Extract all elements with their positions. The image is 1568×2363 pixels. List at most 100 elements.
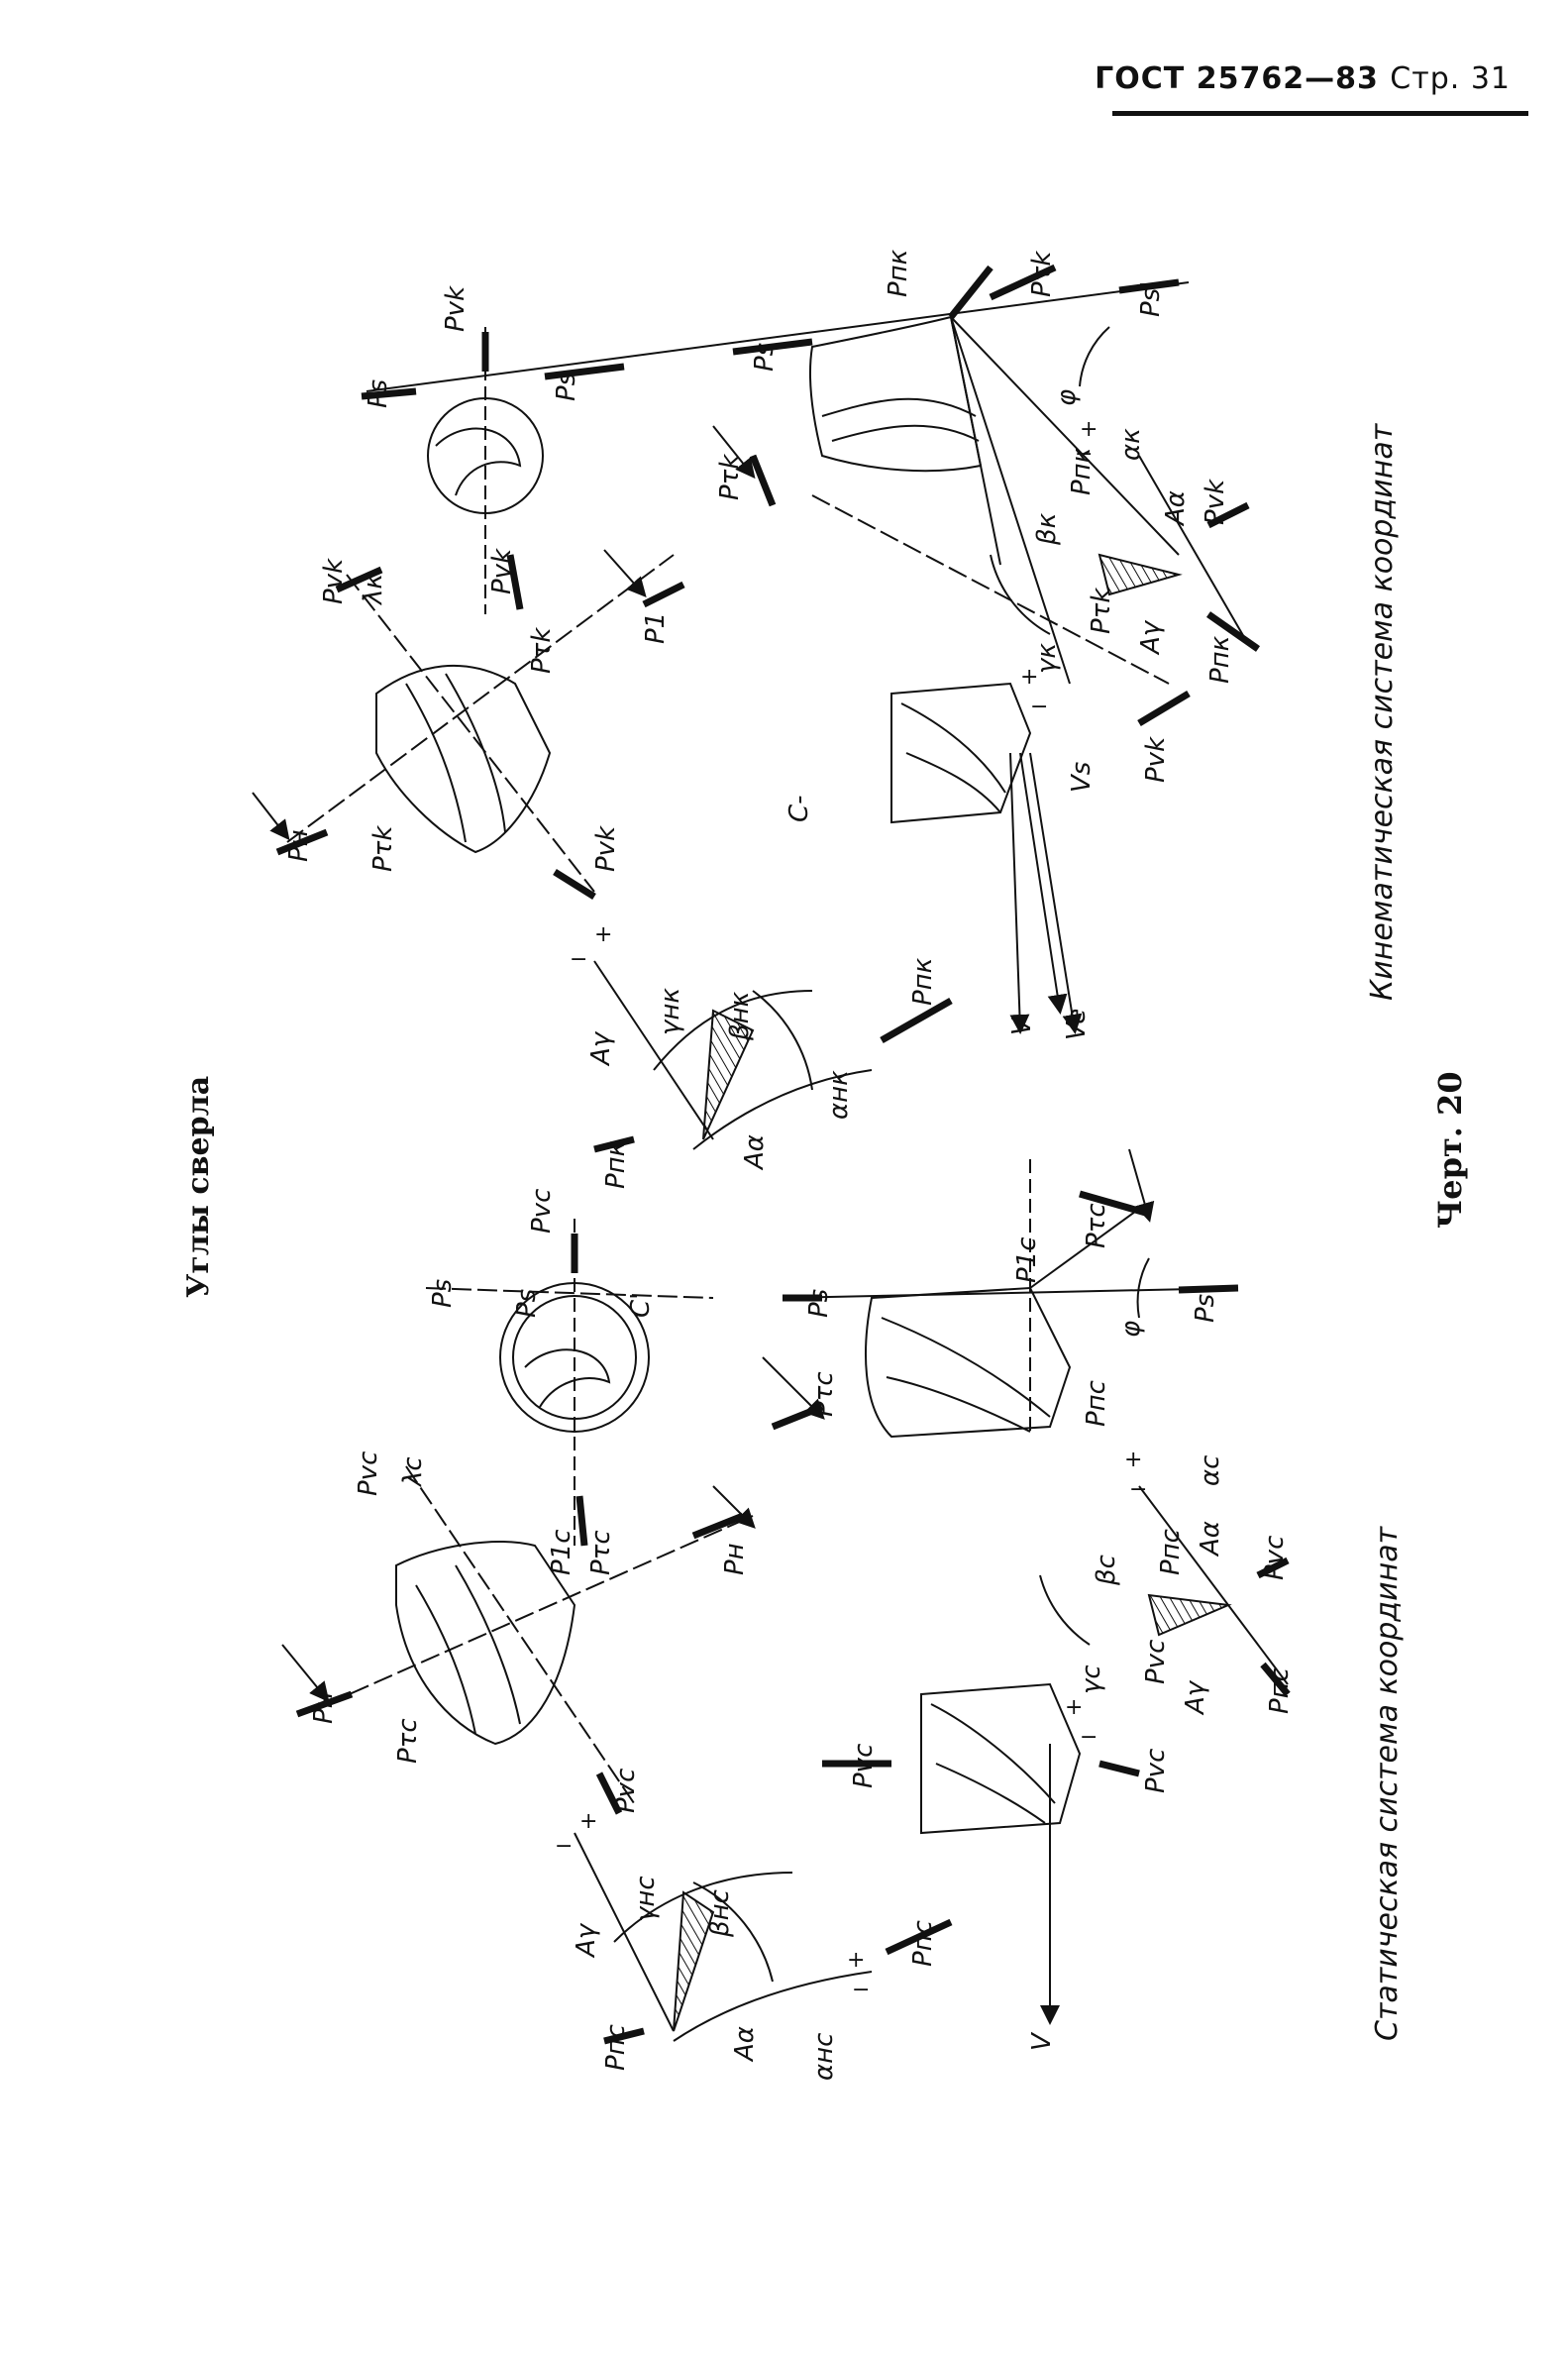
label-p-nc-bottom: Pпс — [601, 2024, 631, 2071]
label-p-s-c: Ps — [428, 1279, 458, 1308]
label-p-nk-top: Pпк — [884, 249, 913, 297]
label-p-vk-left: Pvk — [319, 558, 349, 604]
standard-number: ГОСТ 25762—83 — [1095, 61, 1379, 96]
label-p-vc-mid: Pvc — [1141, 1640, 1171, 1684]
label-v-c: V — [1027, 2031, 1057, 2051]
label-p-vc-bottom: Pvc — [611, 1769, 641, 1813]
sign-minus-c2: − — [1080, 1725, 1098, 1750]
label-p-tau-c-mid: Pτc — [809, 1371, 839, 1417]
sign-minus-c1: − — [555, 1834, 573, 1859]
label-v-s: Vs — [1067, 762, 1097, 793]
label-p-1: P1 — [641, 612, 671, 644]
label-p-vk-lower: Pvk — [1141, 736, 1171, 783]
label-p-nc-mid: Pпс — [1082, 1380, 1111, 1427]
label-phi-k: φ — [1052, 389, 1082, 406]
label-a-gamma-nc: Aγ — [572, 1922, 601, 1959]
label-p-s-c-mid: Ps — [512, 1289, 542, 1318]
label-v-e: Ve — [1062, 1009, 1092, 1040]
label-p-s-c-right: Ps — [804, 1289, 834, 1318]
page-header: ГОСТ 25762—83 Стр. 31 — [1095, 61, 1511, 96]
label-gamma-nc: γнс — [631, 1876, 661, 1922]
label-lambda-c: λc — [398, 1456, 428, 1488]
label-a-alpha-k: Aα — [1161, 490, 1191, 527]
label-p-vk-right: Pvk — [1201, 479, 1230, 525]
label-p-n-c-right: Pн — [720, 1543, 750, 1575]
label-a-alpha-nc: Aα — [730, 2026, 760, 2063]
label-p-tau-c-left: Pτc — [586, 1530, 616, 1575]
label-a-gamma-nk: Aγ — [586, 1030, 616, 1067]
page-title: Углы сверла — [181, 1076, 216, 1298]
sign-plus-k1: + — [594, 922, 612, 947]
label-p-vk-top: Pvk — [441, 285, 470, 332]
label-p-vc-c-right: Pvc — [1141, 1749, 1171, 1793]
label-p-s-right: Ps — [750, 343, 780, 372]
label-alpha-k: αк — [1116, 428, 1146, 461]
label-a-gamma-k: Aγ — [1136, 619, 1166, 656]
label-a-alpha-nk: Aα — [740, 1134, 770, 1171]
static-labels: Pvc Ps Ps C' Ps' Ps P1c Pτc φ Pτc Pпс αc… — [309, 1189, 1295, 2081]
label-a-alpha-c: Aα — [1196, 1521, 1225, 1557]
kinematic-labels: Pvk Ps Ps Ps Ps' Pτk Pпк Pτk Pvk λк Pτk … — [284, 249, 1235, 1189]
label-p-vk-bottom: Pvk — [591, 825, 621, 872]
sign-plus-k3: + — [1080, 417, 1098, 442]
label-a-gamma-c: Aγ — [1181, 1679, 1210, 1716]
label-c-minus: C- — [784, 795, 814, 822]
label-p-s-top: Ps — [364, 379, 393, 408]
label-p-nc-right: Pпс — [1156, 1529, 1186, 1575]
label-p-nc-far: Pпс — [908, 1920, 938, 1967]
label-p-vc-left: Pvc — [354, 1451, 383, 1496]
label-p-n-c-left: Pн — [309, 1691, 339, 1724]
page-number: Стр. 31 — [1390, 61, 1511, 96]
header-rule — [1112, 111, 1528, 116]
label-p-tau-c-bottom: Pτc — [393, 1718, 423, 1764]
label-p-tau-c-top: Pτc — [1082, 1203, 1111, 1248]
label-p-tau-k-left: Pτk — [527, 627, 557, 674]
label-gamma-c: γc — [1077, 1665, 1106, 1694]
label-p-tau-k-bottom: Pτk — [368, 825, 398, 872]
label-alpha-nk: αнк — [824, 1070, 854, 1120]
sign-plus-c4: + — [847, 1948, 865, 1973]
sign-plus-c3: + — [1124, 1448, 1142, 1472]
label-p-nk-lower: Pпк — [1205, 635, 1235, 684]
label-alpha-nc: αнс — [809, 2033, 839, 2081]
label-v-k: V — [1007, 1016, 1037, 1035]
label-beta-nc: βнс — [705, 1889, 735, 1938]
label-lambda-k: λк — [359, 574, 388, 606]
label-p-s-mid: Ps — [552, 373, 581, 401]
caption-static: Статическая система координат — [1370, 1525, 1405, 2041]
label-p-nk-right: Pпк — [1067, 447, 1097, 495]
label-gamma-nk: γнк — [656, 988, 685, 1035]
label-c-prime: C' — [626, 1293, 656, 1318]
label-p-1k: Pvk — [487, 548, 517, 594]
caption-kinematic: Кинематическая система координат — [1365, 422, 1400, 1001]
label-p-nc-lower: Pпс — [1265, 1667, 1295, 1714]
label-p-vc-right: Pvc — [1260, 1536, 1290, 1580]
sign-plus-c1: + — [579, 1809, 597, 1834]
label-p-vc-top: Pvc — [527, 1189, 557, 1234]
label-p-s-prime: Ps' — [1136, 281, 1166, 317]
label-beta-nk: βнк — [725, 991, 755, 1041]
static-system — [281, 1148, 1291, 2045]
label-p-1c: P1c — [547, 1529, 576, 1575]
kinematic-system — [252, 264, 1261, 1153]
sign-plus-c2: + — [1065, 1695, 1083, 1720]
figure-number: Черт. 20 — [1431, 1071, 1469, 1229]
sign-minus-k1: − — [570, 947, 587, 972]
sign-minus-c4: − — [852, 1978, 870, 2002]
label-p-n-left: Pн — [284, 829, 314, 862]
label-p-nk-far: Pпк — [908, 957, 938, 1006]
label-p-nk-bottom: Pпк — [601, 1140, 631, 1189]
label-beta-c: βc — [1092, 1555, 1121, 1586]
label-phi-c: φ — [1116, 1321, 1146, 1338]
label-p-tau-k-top: Pτk — [1027, 251, 1057, 297]
label-p-tau-k-mid: Pτk — [715, 454, 745, 500]
label-gamma-k: γк — [1032, 643, 1062, 674]
label-alpha-c: αc — [1196, 1455, 1225, 1486]
label-p-tau-k-lower: Pτk — [1087, 588, 1116, 634]
sign-minus-k3: − — [1075, 442, 1093, 467]
sign-plus-k2: + — [1020, 665, 1038, 690]
sign-minus-c3: − — [1129, 1477, 1147, 1502]
label-p-s-prime-c: Ps' — [1191, 1287, 1220, 1323]
